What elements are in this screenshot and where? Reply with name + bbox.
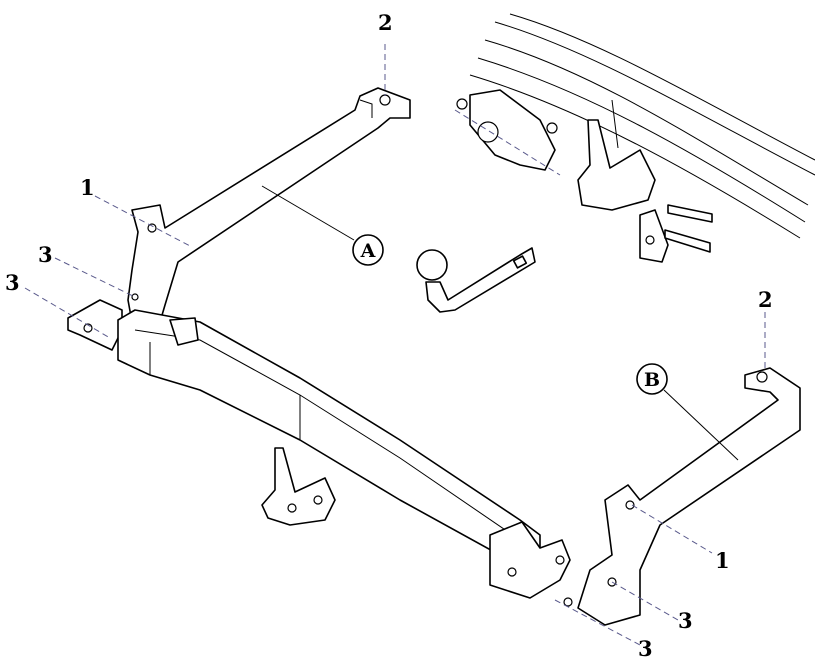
- label-3-left-lower: 3: [5, 270, 20, 295]
- side-arm-b: [563, 367, 801, 626]
- part-b-leader: [663, 389, 739, 461]
- part-a-label: A: [360, 240, 376, 262]
- part-b-label: B: [644, 369, 660, 391]
- alignment-lines: [24, 44, 766, 646]
- label-1-right: 1: [715, 548, 730, 573]
- center-socket-bracket: [261, 447, 336, 526]
- label-3-right-upper: 3: [678, 608, 693, 633]
- main-crossbar: [117, 309, 541, 576]
- left-end-plate: [67, 293, 139, 351]
- part-a-callout: A: [352, 234, 384, 266]
- label-3-left-upper: 3: [38, 242, 53, 267]
- vehicle-bumper-outline: [469, 13, 815, 239]
- upper-socket-bracket: [577, 119, 713, 263]
- part-b-callout: B: [636, 363, 668, 395]
- label-3-right-lower: 3: [638, 636, 653, 661]
- label-1-left: 1: [80, 175, 95, 200]
- socket-plate: [456, 89, 558, 171]
- label-2-top: 2: [378, 10, 393, 35]
- tow-ball: [416, 247, 536, 313]
- label-2-right: 2: [758, 287, 773, 312]
- part-a-leader: [261, 185, 355, 241]
- side-arm-a: [127, 87, 411, 323]
- right-crossbar-plate: [489, 521, 571, 599]
